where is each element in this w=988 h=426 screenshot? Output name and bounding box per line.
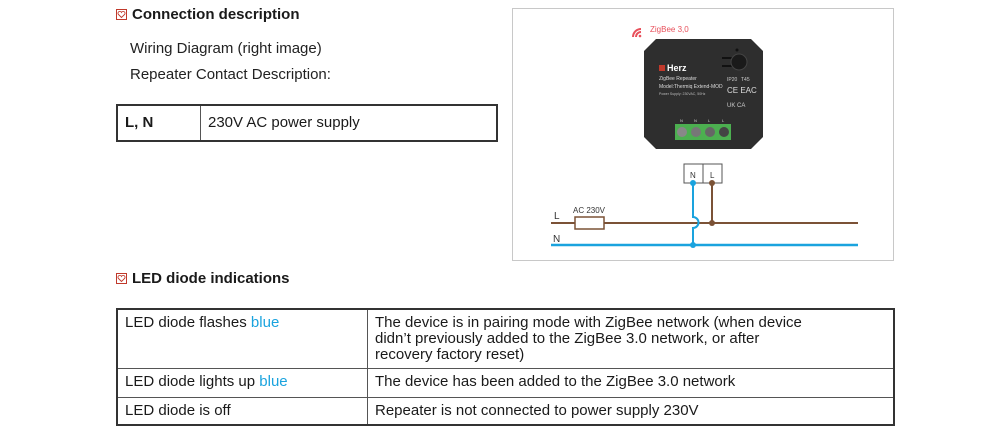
led-heading: LED diode indications bbox=[116, 270, 290, 287]
cert-marks: CE EAC bbox=[727, 86, 757, 95]
description-cell: 230V AC power supply bbox=[200, 104, 498, 142]
svg-text:L: L bbox=[710, 171, 715, 180]
heart-checkbox-icon bbox=[116, 9, 127, 20]
wifi-signal-icon bbox=[632, 28, 642, 38]
contacts-table: L, N 230V AC power supply bbox=[116, 104, 498, 142]
brand-logo: Herz bbox=[667, 63, 687, 73]
led-heading-text: LED diode indications bbox=[132, 270, 290, 287]
connection-heading-text: Connection description bbox=[132, 6, 300, 23]
heart-checkbox-icon bbox=[116, 273, 127, 284]
line-l-label: L bbox=[554, 211, 560, 222]
fuse-label: AC 230V bbox=[573, 206, 606, 215]
connection-heading: Connection description bbox=[116, 6, 300, 23]
led-meaning-cell: The device has been added to the ZigBee … bbox=[367, 368, 895, 398]
led-state-cell: LED diode lights up blue bbox=[116, 368, 368, 398]
blue-word: blue bbox=[250, 314, 280, 331]
wiring-text: Wiring Diagram (right image) bbox=[130, 40, 322, 57]
device-model: Model:Thermiq Extend-MOD bbox=[659, 84, 723, 90]
terminal-block bbox=[675, 124, 731, 140]
led-state-cell: LED diode is off bbox=[116, 397, 368, 426]
table-row: LED diode lights up blue The device has … bbox=[116, 368, 895, 398]
led-table: LED diode flashes blue The device is in … bbox=[116, 308, 895, 426]
led-meaning-cell: Repeater is not connected to power suppl… bbox=[367, 397, 895, 426]
ukca-mark: UK CA bbox=[727, 103, 745, 109]
led-state-cell: LED diode flashes blue bbox=[116, 308, 368, 369]
contact-text: Repeater Contact Description: bbox=[130, 66, 331, 83]
temp-rating: T45 bbox=[741, 77, 750, 83]
device-name: ZigBee Repeater bbox=[659, 76, 697, 82]
blue-word: blue bbox=[259, 373, 288, 390]
led-meaning-cell: The device is in pairing mode with ZigBe… bbox=[367, 308, 895, 369]
ip-rating: IP20 bbox=[727, 77, 738, 83]
line-n-label: N bbox=[553, 234, 560, 245]
device-terminal-label: N bbox=[694, 118, 697, 123]
device-terminal-label: L bbox=[708, 118, 711, 123]
wiring-diagram: ZigBee 3,0 Herz ZigBee Repeater Model:Th… bbox=[512, 8, 894, 261]
device-terminal-label: L bbox=[722, 118, 725, 123]
svg-text:N: N bbox=[690, 171, 696, 180]
terminal-cell: L, N bbox=[116, 104, 201, 142]
zigbee-label: ZigBee 3,0 bbox=[650, 25, 689, 34]
power-supply-text: Power Supply: 230VAC, 50Hz bbox=[659, 92, 706, 96]
fuse bbox=[574, 216, 605, 230]
device-terminal-label: N bbox=[680, 118, 683, 123]
pairing-button-icon bbox=[730, 53, 748, 71]
table-row: LED diode flashes blue The device is in … bbox=[116, 308, 895, 369]
table-row: LED diode is off Repeater is not connect… bbox=[116, 397, 895, 426]
table-row: L, N 230V AC power supply bbox=[116, 104, 498, 142]
